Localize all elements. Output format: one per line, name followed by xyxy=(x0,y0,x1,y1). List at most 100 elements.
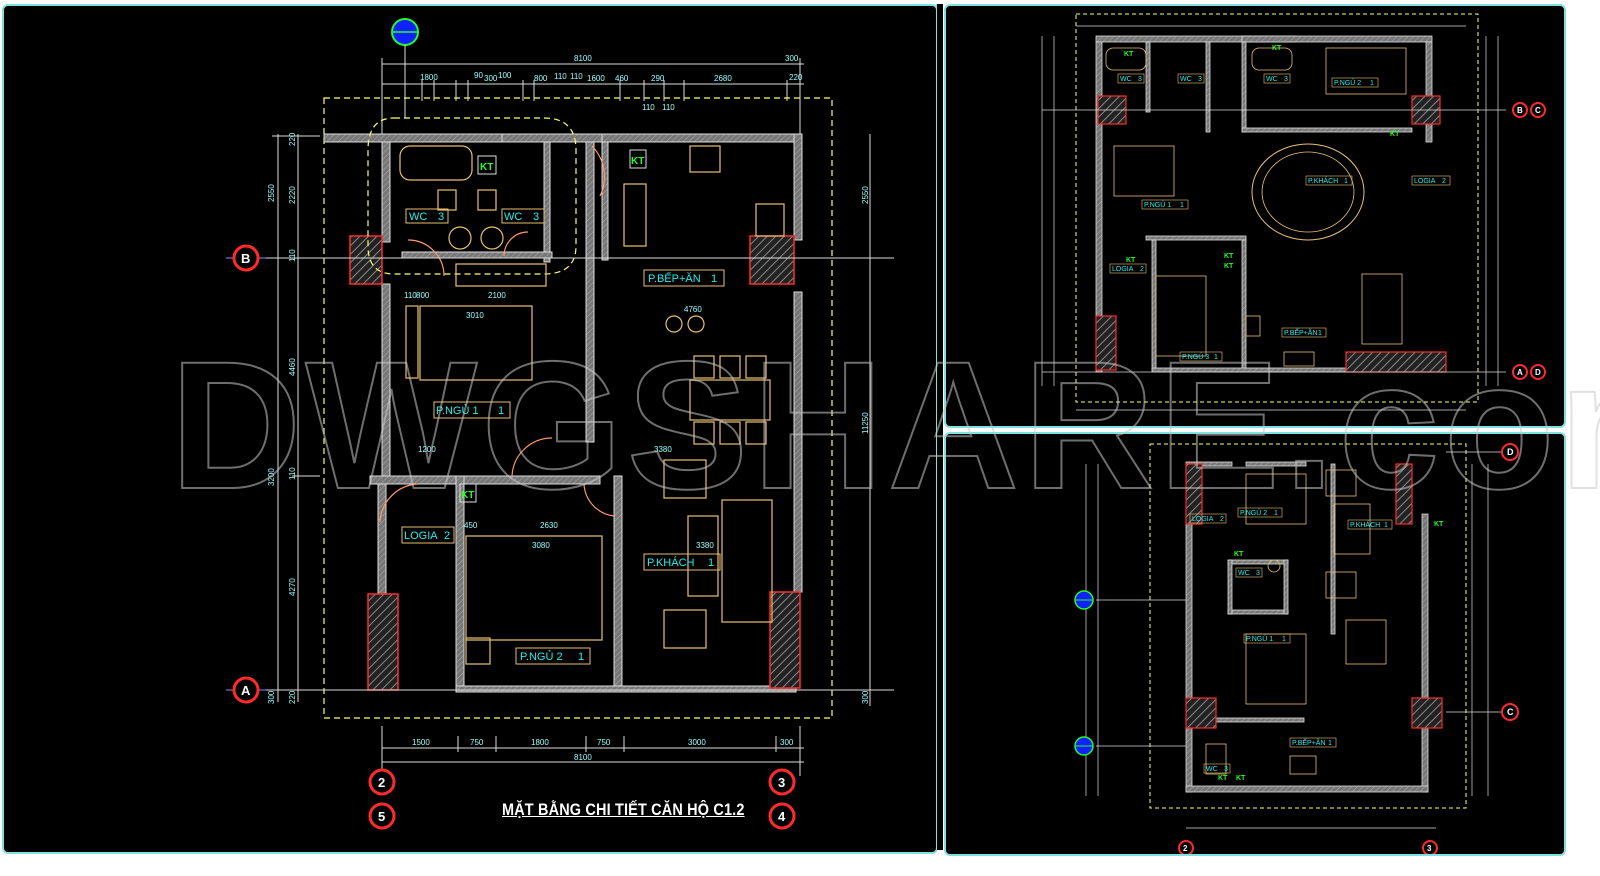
svg-text:D: D xyxy=(1507,447,1514,457)
dim-label: 300 xyxy=(861,690,870,704)
axis-marker-B: B xyxy=(226,244,266,272)
dim-label: 100 xyxy=(498,71,512,80)
svg-text:KT: KT xyxy=(1126,257,1136,264)
dim-label: 3380 xyxy=(654,445,672,454)
dim-label: 300 xyxy=(484,74,498,83)
svg-text:P.KHÁCH: P.KHÁCH xyxy=(647,556,695,569)
svg-text:1: 1 xyxy=(498,405,504,417)
svg-text:WC: WC xyxy=(1180,76,1192,83)
svg-text:3: 3 xyxy=(1224,766,1228,773)
left-dimension-lines xyxy=(230,134,894,702)
dim-label: 750 xyxy=(597,738,611,747)
dim-label: 3200 xyxy=(267,468,276,486)
kt-labels: KT KT KT KT KT KT xyxy=(1124,45,1400,270)
room-label-kitchen-dining: P.BẾP+ĂN 1 xyxy=(643,269,725,287)
dim-top-overall: 8100 xyxy=(574,54,592,63)
furniture xyxy=(399,145,785,665)
unit-boundary xyxy=(323,97,833,719)
axis-marker-A: A xyxy=(226,676,266,704)
svg-text:KT: KT xyxy=(1234,551,1244,558)
svg-text:P.NGỦ 3: P.NGỦ 3 xyxy=(1182,352,1209,361)
dim-top-right: 300 xyxy=(785,54,799,63)
furniture xyxy=(1205,469,1387,775)
svg-text:3: 3 xyxy=(1256,570,1260,577)
svg-text:1: 1 xyxy=(1370,80,1374,87)
svg-text:2: 2 xyxy=(444,530,450,542)
svg-text:3: 3 xyxy=(778,775,785,790)
axis-markers: B C A D xyxy=(1512,102,1546,380)
dim-label: 2220 xyxy=(288,186,297,204)
kt-label: KT xyxy=(480,162,493,173)
room-label-wc-1: WC 3 xyxy=(405,208,449,224)
main-floor-plan-panel: 8100 300 1800 90 300 100 800 110 110 160… xyxy=(2,4,938,854)
svg-text:3: 3 xyxy=(1198,76,1202,83)
bottom-dimension-lines xyxy=(381,726,804,776)
dim-label: 8100 xyxy=(574,753,592,762)
walls xyxy=(323,133,803,693)
dim-label: 220 xyxy=(288,690,297,704)
svg-text:1: 1 xyxy=(711,273,717,285)
svg-text:2: 2 xyxy=(1220,516,1224,523)
wc-zone-outline xyxy=(367,117,577,275)
dimension-lines xyxy=(1085,451,1506,829)
svg-text:WC: WC xyxy=(1120,76,1132,83)
svg-text:WC: WC xyxy=(1238,570,1250,577)
svg-text:1: 1 xyxy=(1180,202,1184,209)
svg-text:A: A xyxy=(1517,368,1523,377)
section-markers xyxy=(1074,590,1094,756)
svg-text:LOGIA: LOGIA xyxy=(1414,178,1436,185)
axis-marker-5: 5 xyxy=(368,802,396,830)
structural-columns xyxy=(349,235,801,691)
dim-label: 290 xyxy=(651,74,665,83)
svg-text:C: C xyxy=(1507,707,1514,717)
svg-text:1: 1 xyxy=(1282,636,1286,643)
svg-text:1: 1 xyxy=(1328,740,1332,747)
axis-markers: D C 2 3 xyxy=(1178,443,1519,854)
dim-label: 4270 xyxy=(288,578,297,596)
dim-label: 110 xyxy=(662,103,675,112)
axis-marker-4: 4 xyxy=(768,802,796,830)
svg-text:1: 1 xyxy=(1344,178,1348,185)
svg-text:3: 3 xyxy=(1427,844,1432,853)
dim-label: 110 xyxy=(570,72,583,81)
dim-label: 2630 xyxy=(540,521,558,530)
svg-text:P.NGỦ 1: P.NGỦ 1 xyxy=(1144,200,1171,209)
svg-text:KT: KT xyxy=(1224,253,1234,260)
dim-label: 1500 xyxy=(412,738,430,747)
svg-text:LOGIA: LOGIA xyxy=(1192,516,1214,523)
axis-marker-2: 2 xyxy=(368,768,396,796)
dim-label: 110 xyxy=(288,249,297,262)
drawing-title: MẶT BẰNG CHI TIẾT CĂN HỘ C1.2 xyxy=(502,800,745,819)
dim-label: 110 xyxy=(642,103,655,112)
dim-label: 90 xyxy=(474,71,483,80)
dim-label: 2680 xyxy=(714,74,732,83)
svg-text:1: 1 xyxy=(1384,522,1388,529)
dim-label: 220 xyxy=(789,73,803,82)
svg-text:1: 1 xyxy=(578,651,584,663)
svg-text:3: 3 xyxy=(438,211,444,223)
svg-text:LOGIA: LOGIA xyxy=(1112,266,1134,273)
svg-text:P.NGỦ 2: P.NGỦ 2 xyxy=(1240,508,1267,517)
svg-text:2: 2 xyxy=(1442,178,1446,185)
svg-text:P.BẾP+ĂN: P.BẾP+ĂN xyxy=(1292,737,1326,747)
dim-label: 220 xyxy=(288,132,297,146)
furniture xyxy=(1105,47,1407,367)
svg-text:KT: KT xyxy=(1390,131,1400,138)
kt-storage-labels: KT KT KT xyxy=(459,149,647,503)
dim-label: 1600 xyxy=(587,74,605,83)
dim-label: 3000 xyxy=(688,738,706,747)
room-label-bedroom-2: P.NGỦ 2 1 xyxy=(515,647,591,665)
room-label-wc-2: WC 3 xyxy=(501,208,545,224)
walls xyxy=(1185,461,1429,793)
svg-text:1: 1 xyxy=(1214,354,1218,361)
svg-text:1: 1 xyxy=(708,557,714,569)
viewport-divider xyxy=(936,4,943,850)
dim-label: 4460 xyxy=(288,358,297,376)
svg-text:1: 1 xyxy=(1318,330,1322,337)
dimension-lines xyxy=(1041,25,1506,411)
section-marker xyxy=(391,18,419,118)
